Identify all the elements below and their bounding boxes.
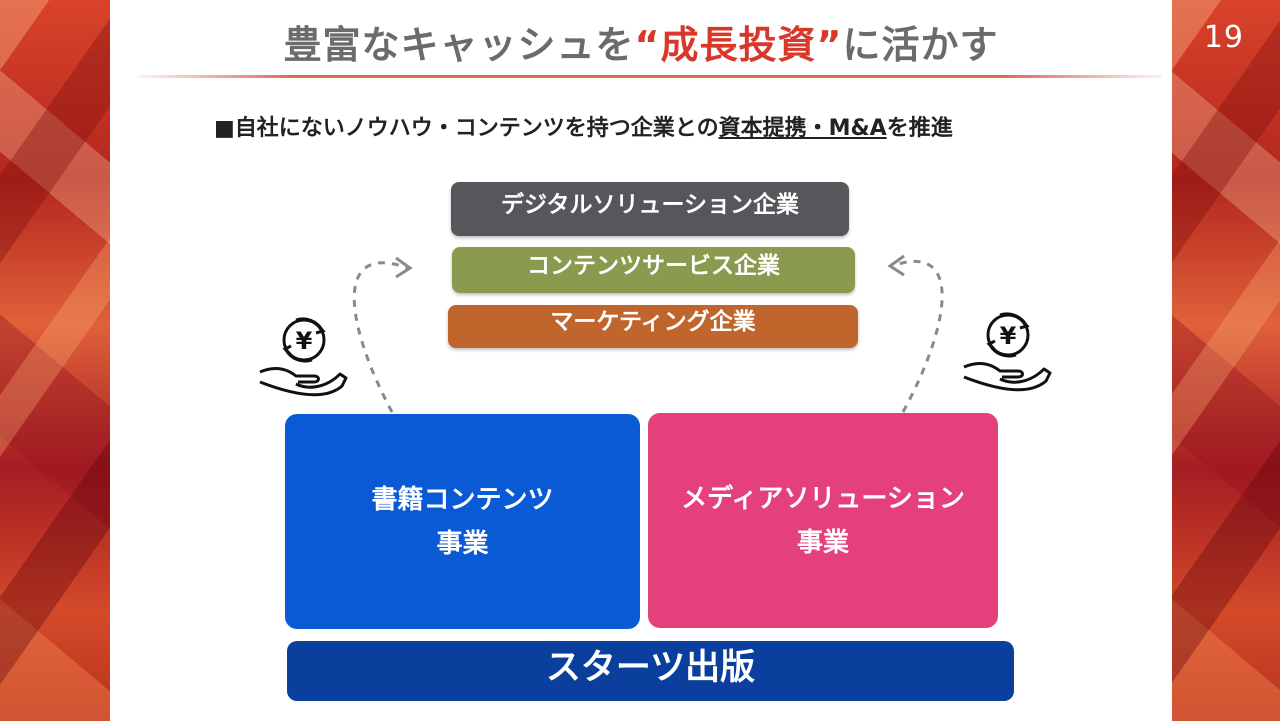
business-media-line2: 事業 bbox=[796, 527, 849, 558]
subtitle-underlined: 資本提携・M&A bbox=[718, 116, 887, 141]
subtitle-suffix: を推進 bbox=[886, 116, 953, 141]
arrow-right bbox=[891, 259, 944, 413]
svg-text:¥: ¥ bbox=[1000, 322, 1017, 350]
decorative-side-panel-right: 19 bbox=[1172, 0, 1280, 721]
arrowhead-left bbox=[395, 256, 413, 279]
arrow-left bbox=[352, 261, 409, 413]
business-media-solution: メディアソリューション 事業 bbox=[648, 413, 998, 628]
business-books-line1: 書籍コンテンツ bbox=[371, 484, 554, 515]
target-marketing: マーケティング企業 bbox=[448, 305, 858, 348]
title-suffix: に活かす bbox=[842, 23, 999, 67]
title-prefix: 豊富なキャッシュを bbox=[283, 23, 635, 67]
yen-hand-icon-left: ¥ bbox=[259, 317, 348, 397]
title-divider bbox=[138, 75, 1162, 78]
slide-title: 豊富なキャッシュを“成長投資”に活かす bbox=[110, 14, 1172, 69]
company-base-starts-publishing: スターツ出版 bbox=[287, 641, 1014, 701]
slide-subtitle: ■自社にないノウハウ・コンテンツを持つ企業との資本提携・M&Aを推進 bbox=[214, 110, 953, 142]
svg-text:¥: ¥ bbox=[296, 327, 313, 355]
title-emphasis: “成長投資” bbox=[634, 23, 843, 67]
target-content-service: コンテンツサービス企業 bbox=[452, 247, 855, 293]
page-number: 19 bbox=[1203, 20, 1244, 55]
business-books-content: 書籍コンテンツ 事業 bbox=[285, 414, 640, 629]
subtitle-prefix: ■自社にないノウハウ・コンテンツを持つ企業との bbox=[214, 116, 719, 141]
yen-hand-icon-right: ¥ bbox=[963, 312, 1052, 392]
arrowhead-right bbox=[887, 254, 905, 277]
target-digital-solution: デジタルソリューション企業 bbox=[451, 182, 849, 236]
business-books-line2: 事業 bbox=[436, 528, 489, 559]
business-media-line1: メディアソリューション bbox=[681, 483, 965, 514]
slide-canvas: 豊富なキャッシュを“成長投資”に活かす ■自社にないノウハウ・コンテンツを持つ企… bbox=[110, 0, 1172, 721]
decorative-side-panel-left bbox=[0, 0, 110, 721]
